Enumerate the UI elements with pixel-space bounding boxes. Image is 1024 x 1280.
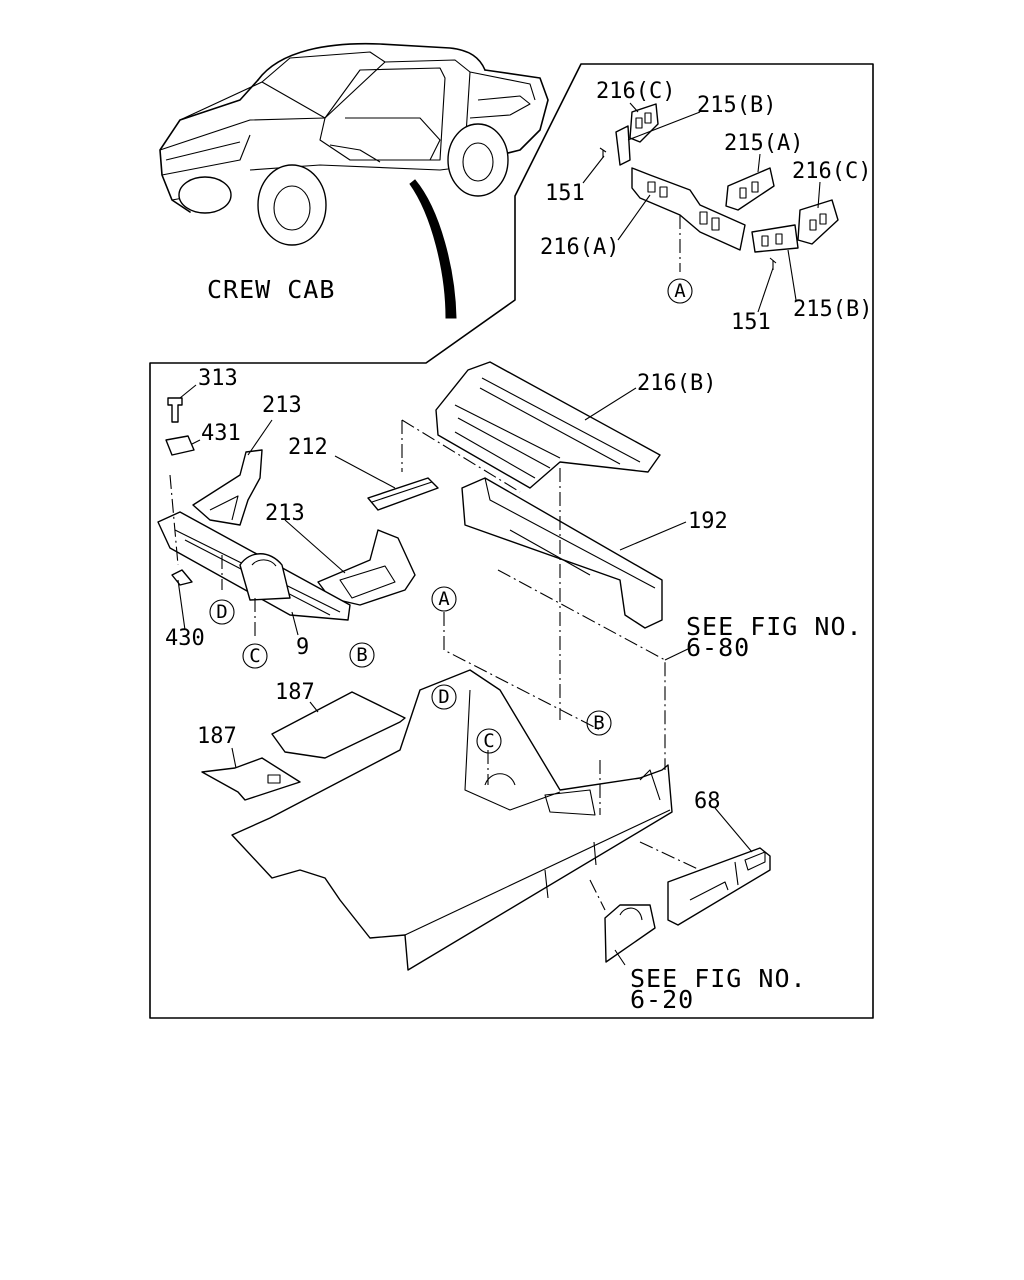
bracket-216c-top [629,103,659,143]
svg-text:C: C [483,730,494,752]
callout-d-floor: D [431,684,457,710]
label-213-upper: 213 [262,393,302,418]
mat-187-large [271,691,406,759]
main-leaders [177,384,753,966]
panel-68 [667,847,771,926]
svg-text:B: B [356,644,367,666]
label-9: 9 [296,635,309,660]
ref-upper-line2: 6-80 [686,633,750,662]
strip-212 [367,477,439,511]
floor-pan [231,669,673,971]
svg-text:B: B [593,712,604,734]
label-313: 313 [198,366,238,391]
callout-c-left: C [242,643,268,669]
diagram-frame [149,63,874,1019]
hump [239,553,291,601]
clip-215b-top [615,125,631,166]
callout-b-floor: B [586,710,612,736]
label-216c-right: 216(C) [792,159,871,184]
label-151-bottom: 151 [731,310,771,335]
plate-431 [165,435,195,456]
label-187-large: 187 [275,680,315,705]
label-187-small: 187 [197,724,237,749]
crossmember-192 [461,477,663,629]
clip-430 [171,569,193,586]
ref-upper-line1: SEE FIG NO. [686,612,863,641]
svg-text:D: D [438,686,449,708]
bracket-213-upper [192,449,263,526]
inset-leaders [582,102,821,313]
label-430: 430 [165,626,205,651]
inset-parts [599,103,839,272]
bracket-216c-right [797,199,839,245]
label-213-lower: 213 [265,501,305,526]
svg-text:D: D [216,601,227,623]
callout-d-left: D [209,599,235,625]
label-212: 212 [288,435,328,460]
bracket-215b-right [751,224,799,253]
panel-6-20 [604,904,656,963]
label-215b-top: 215(B) [697,93,776,118]
label-216c-top: 216(C) [596,79,675,104]
bolt-313 [167,397,183,423]
center-lines [169,419,701,911]
callout-a-main: A [431,586,457,612]
callout-c-floor: C [476,728,502,754]
ref-lower-line1: SEE FIG NO. [630,964,807,993]
label-216b: 216(B) [637,371,716,396]
bracket-215a [725,167,775,211]
pointer-sweep [409,179,457,319]
svg-text:A: A [438,588,450,610]
label-431: 431 [201,421,241,446]
svg-text:C: C [249,645,260,667]
bracket-216a [631,167,746,251]
label-151-top: 151 [545,181,585,206]
label-192: 192 [688,509,728,534]
mat-187-small [201,757,301,801]
bracket-213-lower [317,529,416,606]
vehicle-label: CREW CAB [207,275,335,304]
label-216a: 216(A) [540,235,619,260]
callout-a-inset: A [667,278,693,304]
ref-lower-line2: 6-20 [630,985,694,1014]
callout-b-left: B [349,642,375,668]
label-215b-bottom: 215(B) [793,297,872,322]
svg-text:A: A [674,280,686,302]
main-parts [157,361,771,971]
label-215a: 215(A) [724,131,803,156]
label-68: 68 [694,789,721,814]
truck-illustration [159,42,549,319]
